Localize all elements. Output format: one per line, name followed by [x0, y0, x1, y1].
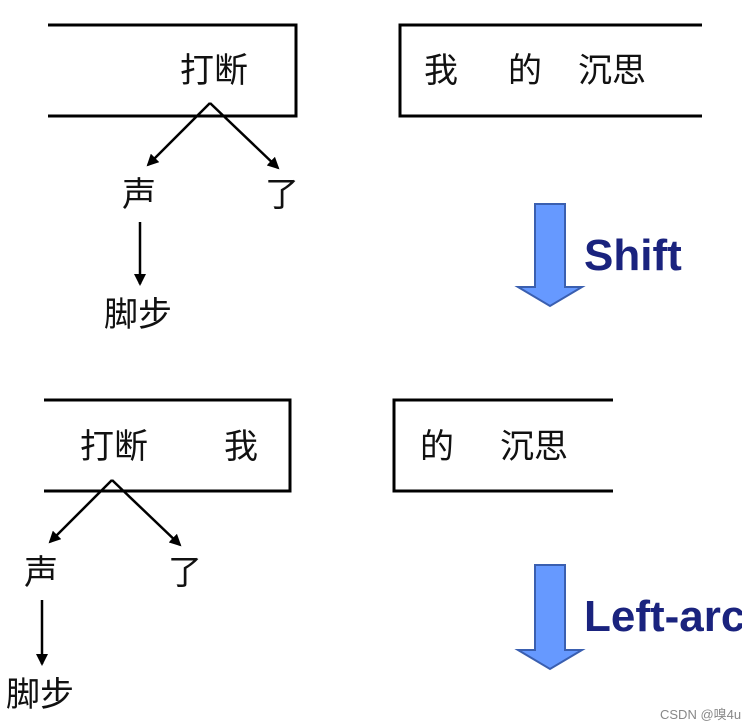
dependency-arrow [48, 479, 113, 544]
tree-node: 了 [265, 175, 299, 215]
tree-node: 脚步 [6, 675, 74, 715]
dependency-arrow [111, 479, 182, 547]
buffer-word: 沉思 [578, 51, 646, 91]
down-arrow-icon [514, 564, 586, 671]
buffer-word: 沉思 [500, 427, 568, 467]
stack-word: 打断 [80, 427, 148, 467]
dependency-arrow [146, 102, 211, 167]
buffer-word: 的 [508, 51, 542, 91]
buffer-box-2 [392, 398, 613, 493]
panel-1: 打断 我 的 沉思 声 了 脚步 [48, 23, 702, 335]
dependency-arrow [209, 102, 280, 170]
stack-box-1 [48, 23, 298, 118]
down-arrow-icon [514, 203, 586, 308]
tree-node: 声 [122, 175, 156, 215]
stack-word: 我 [224, 427, 258, 467]
stack-word: 打断 [180, 51, 248, 91]
action-label: Shift [584, 231, 682, 280]
buffer-box-1 [398, 23, 702, 118]
tree-node: 脚步 [104, 295, 172, 335]
action-label: Left-arc [584, 592, 742, 641]
transition-shift: Shift [514, 203, 682, 308]
stack-box-2 [44, 398, 292, 493]
buffer-word: 的 [420, 427, 454, 467]
panel-2: 打断 我 的 沉思 声 了 脚步 [6, 398, 613, 715]
watermark: CSDN @嗅4u [660, 707, 741, 722]
buffer-word: 我 [424, 51, 458, 91]
tree-node: 声 [24, 553, 58, 593]
transition-left-arc: Left-arc [514, 564, 742, 671]
tree-node: 了 [168, 553, 202, 593]
